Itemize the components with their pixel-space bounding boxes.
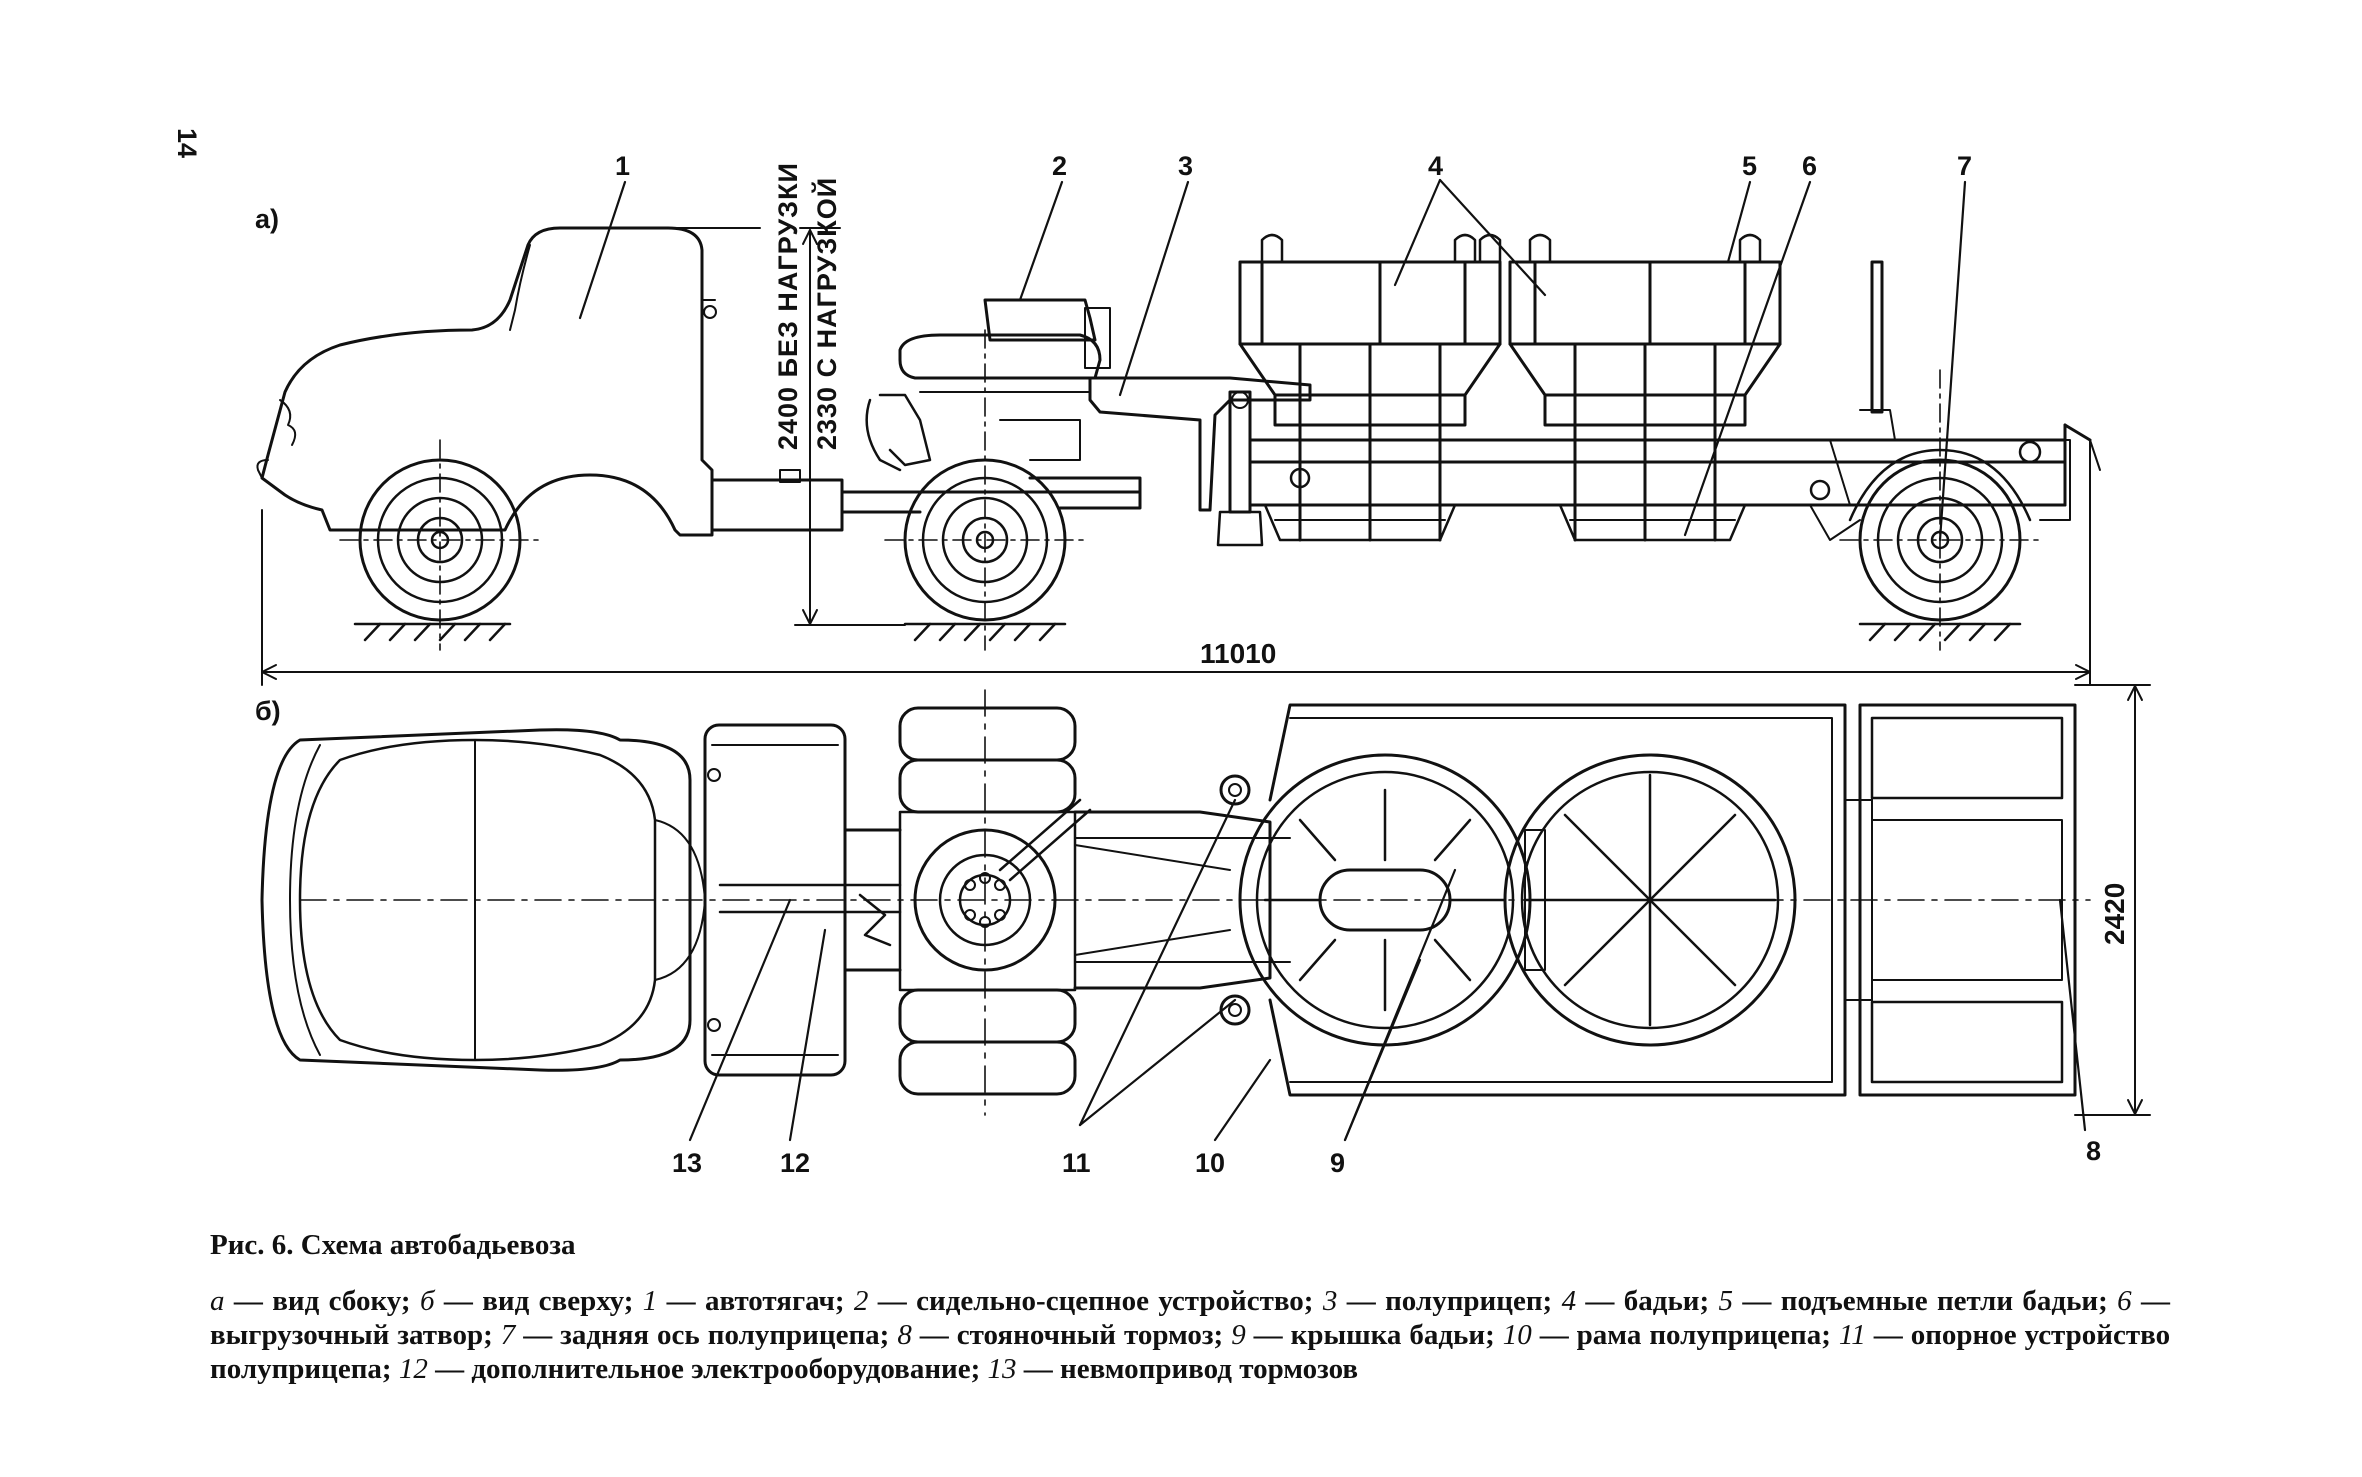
callout-10: 10 [1195,1148,1225,1178]
parking-brake-post [1870,260,1884,414]
callout-numbers: 1 2 3 4 5 6 7 8 9 10 11 12 13 [615,151,2101,1178]
legend-text: — дополнительное электрооборудование; [427,1353,981,1385]
fifth-wheel-top [913,828,1057,972]
legend-key: 6 [2117,1285,2132,1317]
legend-entry: 1 — автотягач; [643,1285,845,1317]
legend-entry: 4 — бадьи; [1562,1285,1710,1317]
side-view [256,226,2101,686]
legend-key: 7 [500,1319,516,1351]
callout-13: 13 [672,1148,702,1178]
callout-4: 4 [1428,151,1443,181]
legend-key: 11 [1838,1319,1866,1351]
legend-key: 9 [1231,1319,1246,1351]
height-loaded-label: 2330 С НАГРУЗКОЙ [811,177,842,450]
top-view [260,684,2151,1116]
legend-text: — подъемные петли бадьи; [1733,1285,2108,1317]
legend-entry: 11 — опорное устройство полуприцепа; [210,1319,2170,1385]
legend-text: — сидельно-сцепное устройство; [868,1285,1314,1317]
legend-text: — полуприцеп; [1337,1285,1553,1317]
legend-text: — рама полуприцепа; [1531,1319,1831,1351]
legend-text: — задняя ось полуприцепа; [515,1319,890,1351]
width-dimension [2074,684,2151,1116]
legend-key: 8 [897,1319,912,1351]
legend-entry: 12 — дополнительное электрооборудование; [399,1353,980,1385]
legend-entry: 8 — стояночный тормоз; [897,1319,1223,1351]
caption-title: Рис. 6. Схема автобадьевоза [210,1229,576,1261]
callout-12: 12 [780,1148,810,1178]
legend-text: — вид сбоку; [224,1285,411,1317]
callout-7: 7 [1957,151,1972,181]
callout-3: 3 [1178,151,1193,181]
legend-key: 2 [853,1285,869,1317]
callout-1: 1 [615,151,630,181]
legend-entry: 6 — выгрузочный затвор; [210,1285,2170,1351]
landing-gear-pad [1219,774,1251,806]
legend-text: — невмопривод тормозов [1016,1353,1359,1385]
tractor-dual-tires-top [898,706,1077,1096]
discharge-gate-rear [1558,503,1747,542]
tractor-hood-top [703,723,847,1077]
legend-text: — вид сверху; [434,1285,634,1317]
fuel-tank [710,478,844,532]
legend-key: б [419,1285,435,1317]
callout-5: 5 [1742,151,1757,181]
legend-entry: 5 — подъемные петли бадьи; [1719,1285,2108,1317]
legend-text: — опорное устройство полуприцепа; [210,1319,2171,1385]
semitrailer-gooseneck [1088,376,1312,512]
legend-entry: б — вид сверху; [420,1285,633,1317]
legend-key: 3 [1322,1285,1338,1317]
page-number: 14 [172,128,202,158]
legend-text: — автотягач; [657,1285,845,1317]
legend-key: а [210,1285,225,1317]
legend-entry: 7 — задняя ось полуприцепа; [501,1319,890,1351]
trailer-frame-top [1268,703,1847,1097]
length-dimension [261,439,2091,686]
legend-text: — крышка бадьи; [1245,1319,1495,1351]
legend-key: 12 [398,1353,428,1385]
callout-6: 6 [1802,151,1817,181]
legend-entry: а — вид сбоку; [210,1285,411,1317]
callout-8: 8 [2086,1136,2101,1166]
cab-top [260,728,692,1072]
discharge-gate-front [1263,503,1457,542]
legend-entry: 2 — сидельно-сцепное устройство; [854,1285,1314,1317]
bucket-lid-rear [1503,753,1797,1047]
callout-9: 9 [1330,1148,1345,1178]
legend-key: 4 [1561,1285,1577,1317]
figure-caption: Рис. 6. Схема автобадьевоза а — вид сбок… [210,1228,2170,1386]
height-dimension [667,227,906,626]
fifth-wheel-coupling [898,333,1102,380]
leader-lines [578,178,2087,1142]
legend-entry: 3 — полуприцеп; [1323,1285,1552,1317]
callout-2: 2 [1052,151,1067,181]
legend-text: — выгрузочный затвор; [210,1285,2171,1351]
caption-legend: а — вид сбоку; б — вид сверху; 1 — автот… [210,1284,2170,1386]
legend-key: 5 [1718,1285,1734,1317]
width-label: 2420 [2099,883,2130,945]
callout-11: 11 [1062,1148,1091,1178]
view-b-label: б) [255,696,281,726]
legend-entry: 9 — крышка бадьи; [1231,1319,1495,1351]
bucket-rear [1508,233,1782,542]
legend-key: 10 [1502,1319,1532,1351]
legend-key: 1 [642,1285,658,1317]
ground-hatching [353,622,2022,642]
page-number-group: 14 [172,128,202,158]
tractor-cab [260,226,714,537]
legend-key: 13 [987,1353,1017,1385]
legend-text: — стояночный тормоз; [911,1319,1224,1351]
height-unloaded-label: 2400 БЕЗ НАГРУЗКИ [773,162,803,450]
length-label: 11010 [1200,638,1276,669]
landing-gear [1228,390,1252,514]
legend-text: — бадьи; [1576,1285,1710,1317]
legend-entry: 13 — невмопривод тормозов [988,1353,1359,1385]
legend-entry: 10 — рама полуприцепа; [1503,1319,1831,1351]
bucket-front [1238,233,1502,542]
view-a-label: а) [255,204,279,234]
